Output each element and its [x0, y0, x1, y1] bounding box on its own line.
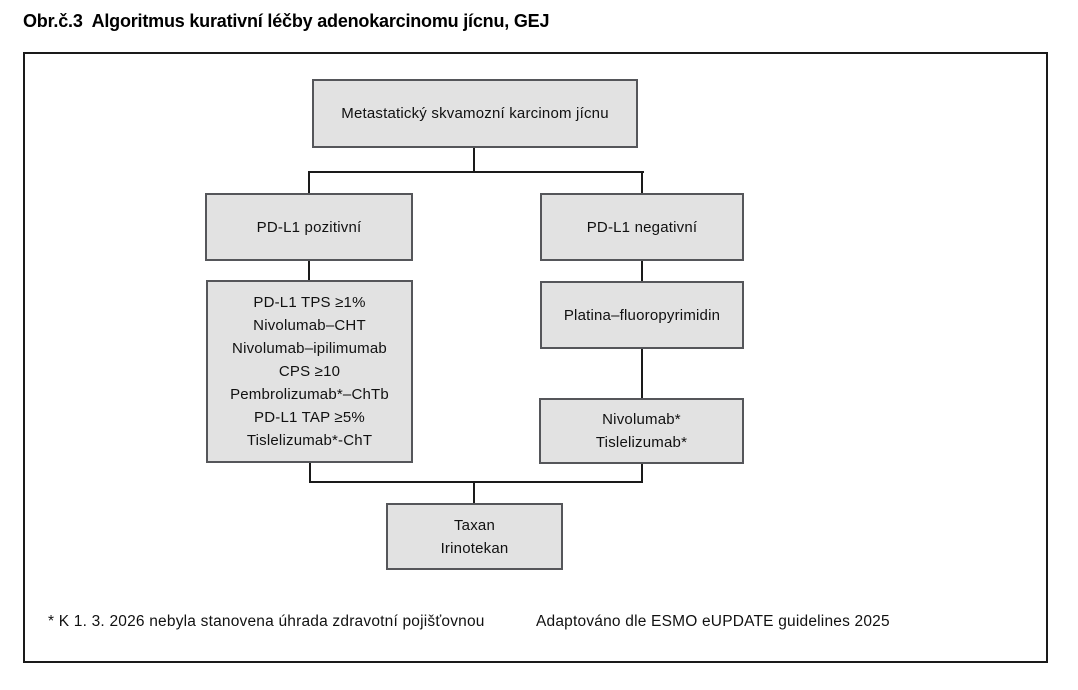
node-label: PD-L1 negativní [586, 218, 698, 236]
treatment-line: Nivolumab–CHT [253, 317, 366, 334]
node-metastatic-carcinoma: Metastatický skvamozní karcinom jícnu [312, 79, 638, 148]
node-label: PD-L1 pozitivní [256, 218, 362, 236]
connector-right-branch-down [641, 261, 643, 281]
connector-right-first-down [641, 349, 643, 398]
node-pdl1-negative: PD-L1 negativní [540, 193, 744, 261]
connector-right-merge-down [641, 464, 643, 483]
figure-title: Obr.č.3 Algoritmus kurativní léčby adeno… [23, 11, 550, 31]
treatment-line: Nivolumab* [602, 411, 681, 428]
connector-merge-horizontal [309, 481, 643, 483]
node-pdl1-positive: PD-L1 pozitivní [205, 193, 413, 261]
node-label: Platina–fluoropyrimidin [563, 306, 721, 324]
node-taxan-irinotekan: Taxan Irinotekan [386, 503, 563, 570]
connector-split-horizontal [308, 171, 644, 173]
connector-merge-down [473, 481, 475, 503]
diagram-frame [23, 52, 1048, 663]
source-attribution: Adaptováno dle ESMO eUPDATE guidelines 2… [536, 613, 890, 630]
connector-split-left-down [308, 171, 310, 193]
treatment-line: Tislelizumab*-ChT [246, 432, 373, 449]
node-platina-fluoropyrimidin: Platina–fluoropyrimidin [540, 281, 744, 349]
node-label: Metastatický skvamozní karcinom jícnu [341, 105, 609, 122]
treatment-line: Tislelizumab* [595, 434, 688, 451]
treatment-line: CPS ≥10 [278, 363, 341, 380]
treatment-line: Nivolumab–ipilimumab [232, 340, 387, 357]
treatment-line: PD-L1 TPS ≥1% [253, 294, 366, 311]
connector-root-down [473, 148, 475, 173]
treatment-line: Irinotekan [440, 539, 509, 557]
node-negative-second-line: Nivolumab* Tislelizumab* [539, 398, 744, 464]
treatment-line: PD-L1 TAP ≥5% [254, 409, 365, 426]
treatment-line: Taxan [453, 516, 496, 534]
node-positive-treatments: PD-L1 TPS ≥1% Nivolumab–CHT Nivolumab–ip… [206, 280, 413, 463]
connector-left-merge-down [309, 463, 311, 483]
connector-split-right-down [641, 171, 643, 193]
reimbursement-footnote: * K 1. 3. 2026 nebyla stanovena úhrada z… [48, 613, 485, 630]
treatment-line: Pembrolizumab*–ChTb [230, 386, 389, 403]
connector-left-branch-down [308, 261, 310, 280]
